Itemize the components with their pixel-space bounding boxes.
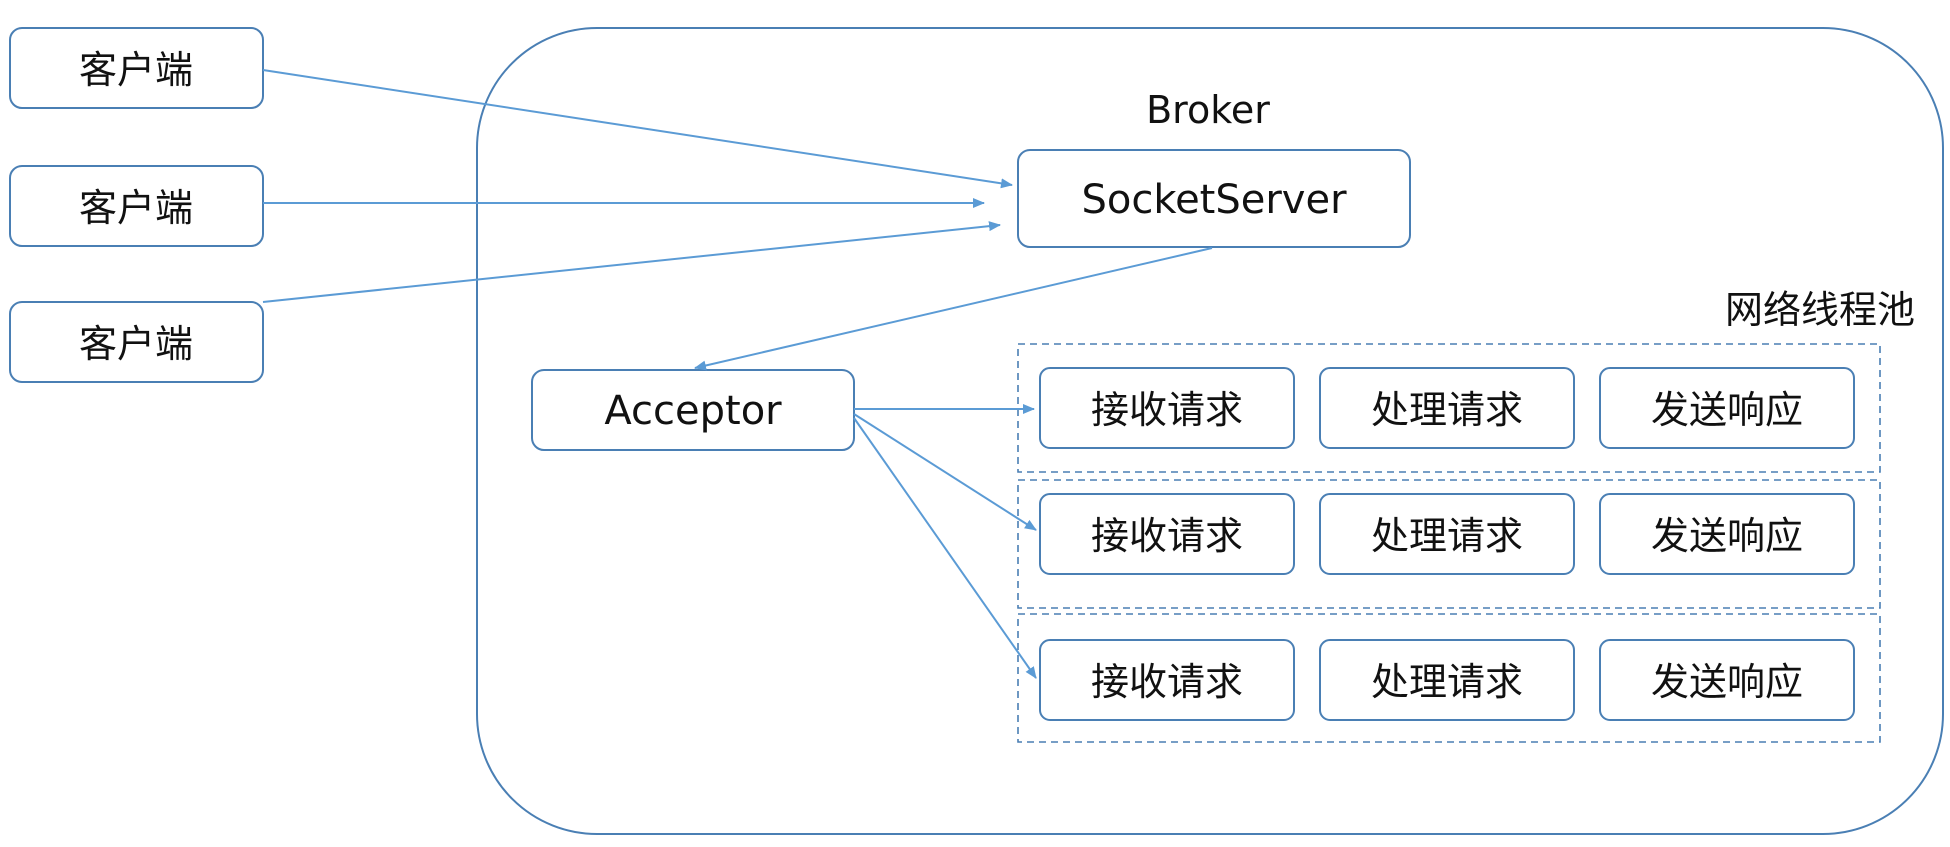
thread-row-3-step-2: 处理请求 [1371,660,1523,704]
thread-row-2-step-3: 发送响应 [1651,514,1803,558]
thread-row-3-step-3: 发送响应 [1651,660,1803,704]
thread-row-1-step-2: 处理请求 [1371,388,1523,432]
thread-row-1-step-1: 接收请求 [1091,388,1243,432]
socket-server: SocketServer [1017,149,1411,248]
thread-row-3-frame [1017,613,1881,743]
arrow-client-3-to-socket-server [262,221,1001,303]
thread-row-2: 接收请求 处理请求 发送响应 [1017,479,1881,609]
client-1: 客户端 [9,27,264,109]
arrow-acceptor-to-thread-3 [853,417,1037,679]
acceptor: Acceptor [531,369,855,451]
arrow-socket-server-to-acceptor [694,247,1213,371]
thread-row-2-frame [1017,479,1881,609]
arrow-acceptor-to-thread-2 [853,413,1037,531]
thread-pool-title: 网络线程池 [1725,288,1915,332]
thread-row-1: 接收请求 处理请求 发送响应 [1017,343,1881,473]
client-1-label: 客户端 [79,48,193,92]
client-3: 客户端 [9,301,264,383]
thread-row-1-step-3: 发送响应 [1651,388,1803,432]
broker-title: Broker [1146,88,1270,132]
socket-server-label: SocketServer [1081,177,1347,223]
thread-row-3: 接收请求 处理请求 发送响应 [1017,613,1881,743]
thread-row-2-step-1: 接收请求 [1091,514,1243,558]
thread-row-2-step-2: 处理请求 [1371,514,1523,558]
client-2-label: 客户端 [79,186,193,230]
acceptor-label: Acceptor [604,388,782,434]
thread-row-3-step-1: 接收请求 [1091,660,1243,704]
thread-row-1-frame [1017,343,1881,473]
client-3-label: 客户端 [79,322,193,366]
client-2: 客户端 [9,165,264,247]
arrow-client-1-to-socket-server [262,69,1013,189]
